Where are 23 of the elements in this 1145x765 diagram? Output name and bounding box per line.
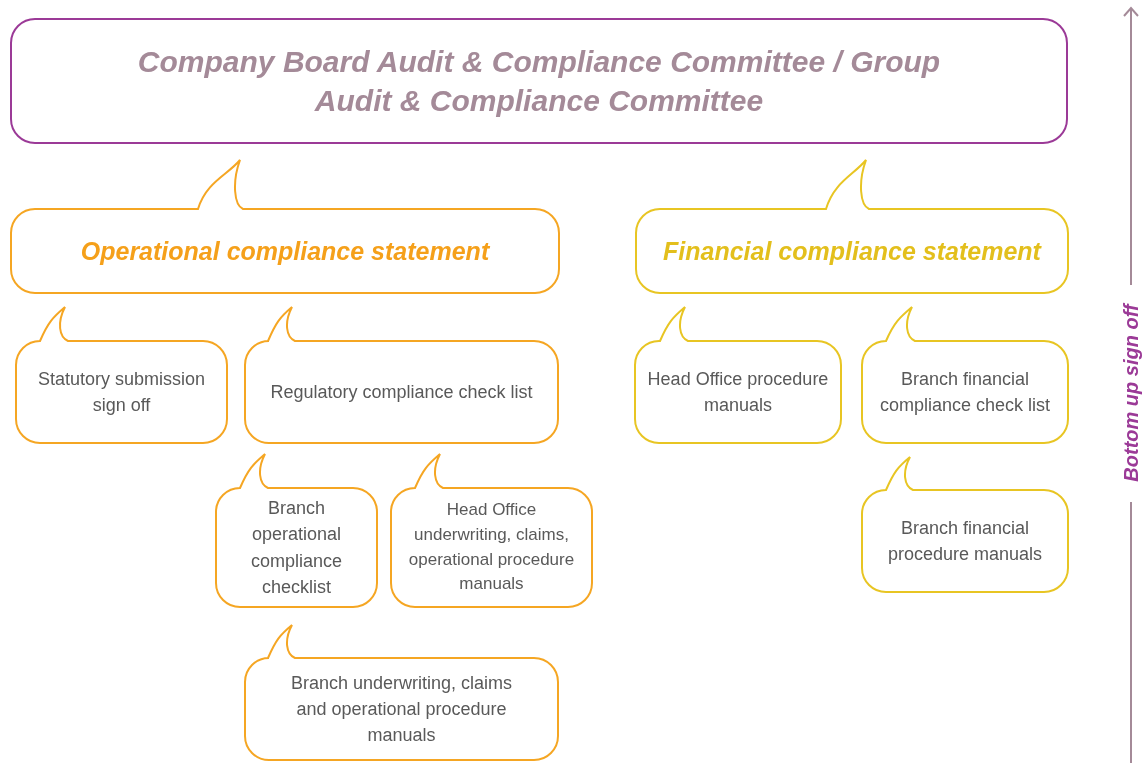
side-label: Bottom up sign off — [1121, 304, 1141, 482]
bubble-text: Branch financial procedure manuals — [886, 516, 1044, 566]
speech-bubble — [861, 307, 1069, 444]
bubble-text: Branch financial compliance check list — [878, 367, 1052, 417]
speech-bubble — [15, 307, 228, 444]
heading-speech-bubble — [10, 160, 560, 294]
speech-bubble — [215, 454, 378, 608]
bubble-heading: Operational compliance statement — [80, 235, 490, 267]
speech-bubble — [634, 307, 842, 444]
bubble-text: Branch operational compliance checklist — [249, 497, 343, 599]
heading-speech-bubble — [635, 160, 1069, 294]
bubble-text: Regulatory compliance check list — [270, 380, 533, 404]
bubble-text: Head Office underwriting, claims, operational procedure manuals — [407, 499, 576, 596]
speech-bubble — [244, 307, 559, 444]
bubble-text: Branch underwriting, claims and operational procedure manuals — [290, 671, 513, 748]
bubble-text: Head Office procedure manuals — [646, 367, 830, 417]
bubble-text: Statutory submission sign off — [36, 367, 207, 417]
speech-bubble — [390, 454, 593, 608]
speech-bubble — [244, 625, 559, 761]
speech-bubble — [861, 457, 1069, 593]
heading-speech-bubble — [10, 18, 1068, 144]
bubble-heading: Financial compliance statement — [663, 235, 1041, 267]
bubble-heading: Company Board Audit & Compliance Committee / Group Audit & Compliance Committee — [136, 44, 942, 119]
